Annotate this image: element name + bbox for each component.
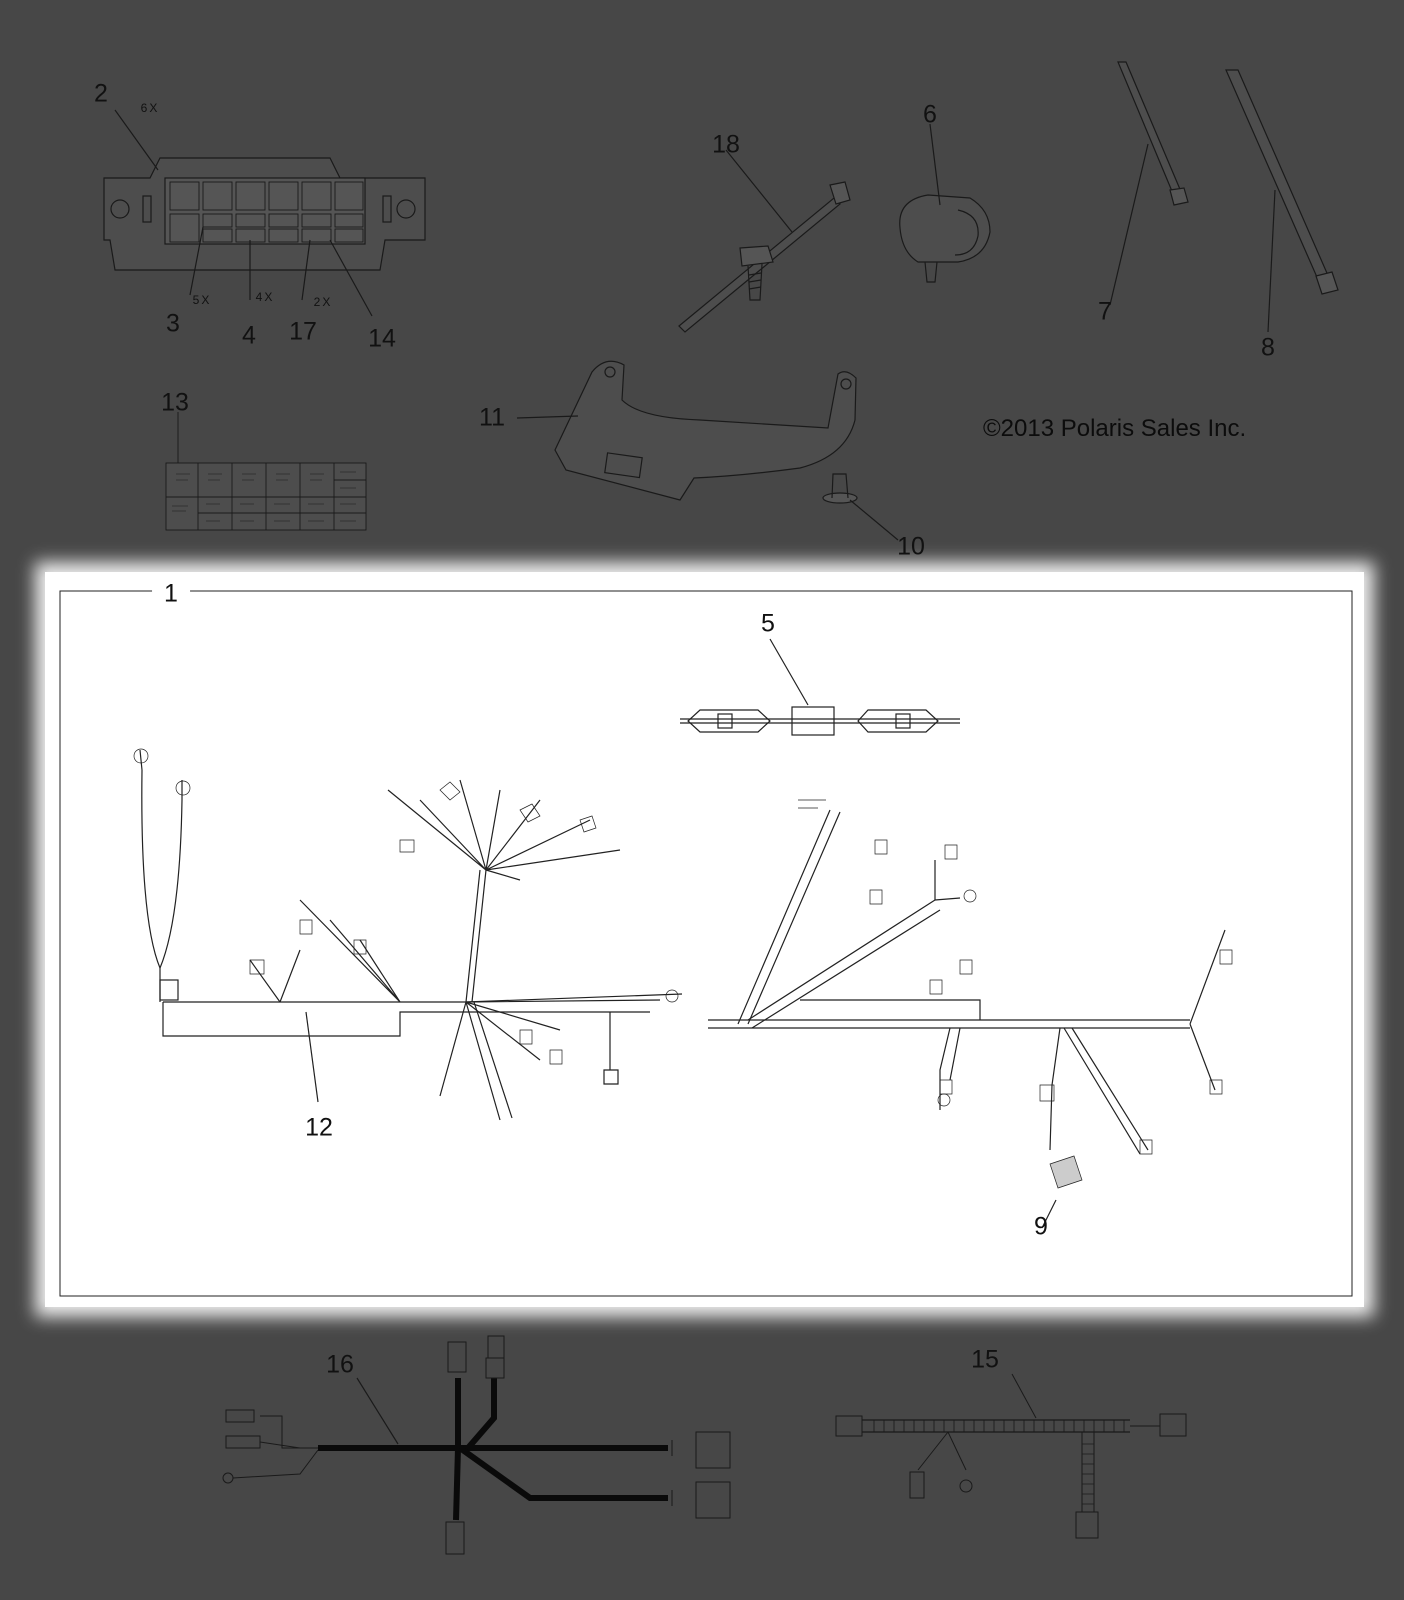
qty-label-17: 2X — [313, 295, 333, 309]
sub-harness-15-drawing — [835, 1373, 1187, 1539]
callout-18: 18 — [712, 130, 740, 159]
push-fastener-drawing — [822, 473, 899, 541]
callout-5: 5 — [761, 609, 775, 638]
cable-tie-mount-drawing — [678, 149, 851, 333]
p-clip-drawing — [899, 123, 991, 283]
callout-10: 10 — [897, 532, 925, 561]
callout-7: 7 — [1098, 297, 1112, 326]
main-harness-panel — [45, 572, 1364, 1307]
cable-tie-short-drawing — [1109, 61, 1189, 306]
callout-8: 8 — [1261, 333, 1275, 362]
callout-9: 9 — [1034, 1212, 1048, 1241]
callout-4: 4 — [242, 321, 256, 350]
sub-harness-16-drawing — [222, 1335, 731, 1555]
callout-6: 6 — [923, 100, 937, 129]
qty-label-4: 4X — [255, 290, 275, 304]
callout-12: 12 — [305, 1113, 333, 1142]
callout-11: 11 — [479, 403, 505, 432]
cable-tie-long-drawing — [1225, 69, 1339, 333]
callout-14: 14 — [368, 324, 396, 353]
callout-3: 3 — [166, 309, 180, 338]
harness-left-drawing — [133, 748, 683, 1121]
fuse-label-drawing — [165, 412, 367, 531]
main-harness-drawing — [59, 590, 1353, 1297]
splice-drawing — [680, 638, 960, 736]
qty-label-3: 5X — [192, 293, 212, 307]
qty-label-2: 6X — [140, 101, 160, 115]
callout-16: 16 — [326, 1350, 354, 1379]
callout-1: 1 — [152, 581, 190, 607]
bracket-drawing — [516, 360, 857, 501]
fuse-box-drawing — [103, 109, 426, 317]
harness-right-drawing — [708, 799, 1233, 1229]
copyright-text: ©2013 Polaris Sales Inc. — [983, 415, 1247, 442]
callout-15: 15 — [971, 1345, 999, 1374]
callout-17: 17 — [289, 317, 317, 346]
callout-13: 13 — [161, 388, 189, 417]
callout-2: 2 — [94, 79, 108, 108]
